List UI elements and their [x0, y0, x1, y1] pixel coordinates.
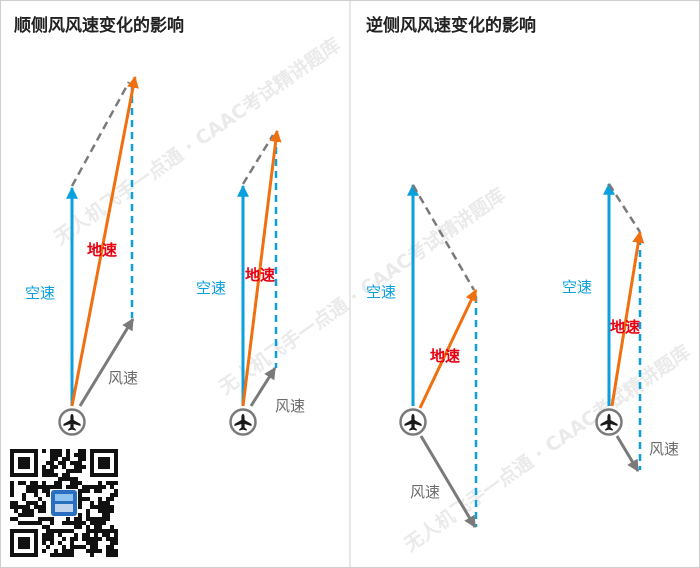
- panel-title-left: 顺侧风风速变化的影响: [14, 15, 184, 36]
- windspeed-label: 风速: [275, 397, 305, 415]
- windspeed-vector: [78, 317, 135, 407]
- watermark-text: 无人机飞手一点通 · CAAC考试精讲题库: [50, 33, 345, 249]
- wind-vector-dashed: [70, 81, 131, 187]
- wind-triangle-c: 空速 地速 风速: [366, 183, 478, 529]
- windspeed-vector: [615, 435, 640, 473]
- qr-code-icon: [8, 447, 120, 559]
- qr-center-logo: [51, 490, 77, 516]
- groundspeed-vector: [70, 75, 139, 407]
- airspeed-label: 空速: [366, 283, 396, 301]
- windspeed-label: 风速: [649, 440, 679, 458]
- airplane-icon: [399, 408, 427, 436]
- airspeed-label: 空速: [196, 279, 226, 297]
- groundspeed-vector: [418, 288, 478, 409]
- groundspeed-vector: [241, 129, 282, 407]
- windspeed-label: 风速: [410, 483, 440, 501]
- airplane-icon: [58, 408, 86, 436]
- groundspeed-label: 地速: [245, 266, 275, 284]
- wind-triangle-a: 空速 地速 风速: [25, 75, 139, 436]
- groundspeed-label: 地速: [87, 241, 117, 259]
- airplane-icon: [595, 408, 623, 436]
- wind-vector-dashed: [241, 134, 275, 185]
- qr-modules: [10, 449, 118, 557]
- wind-triangle-d: 空速 地速 风速: [562, 182, 679, 473]
- wind-vector-dashed: [607, 183, 642, 233]
- airspeed-label: 空速: [25, 284, 55, 302]
- windspeed-vector: [249, 366, 277, 407]
- wind-vector-dashed: [411, 184, 476, 291]
- groundspeed-label: 地速: [610, 318, 640, 336]
- panel-title-right: 逆侧风风速变化的影响: [366, 15, 536, 36]
- airplane-icon: [229, 408, 257, 436]
- windspeed-label: 风速: [108, 369, 138, 387]
- windspeed-vector: [419, 435, 477, 529]
- groundspeed-label: 地速: [430, 347, 460, 365]
- watermark-text: 无人机飞手一点通 · CAAC考试精讲题库: [215, 183, 510, 399]
- groundspeed-vector: [610, 230, 645, 407]
- airspeed-label: 空速: [562, 278, 592, 296]
- wind-triangle-b: 空速 地速 风速: [196, 129, 305, 436]
